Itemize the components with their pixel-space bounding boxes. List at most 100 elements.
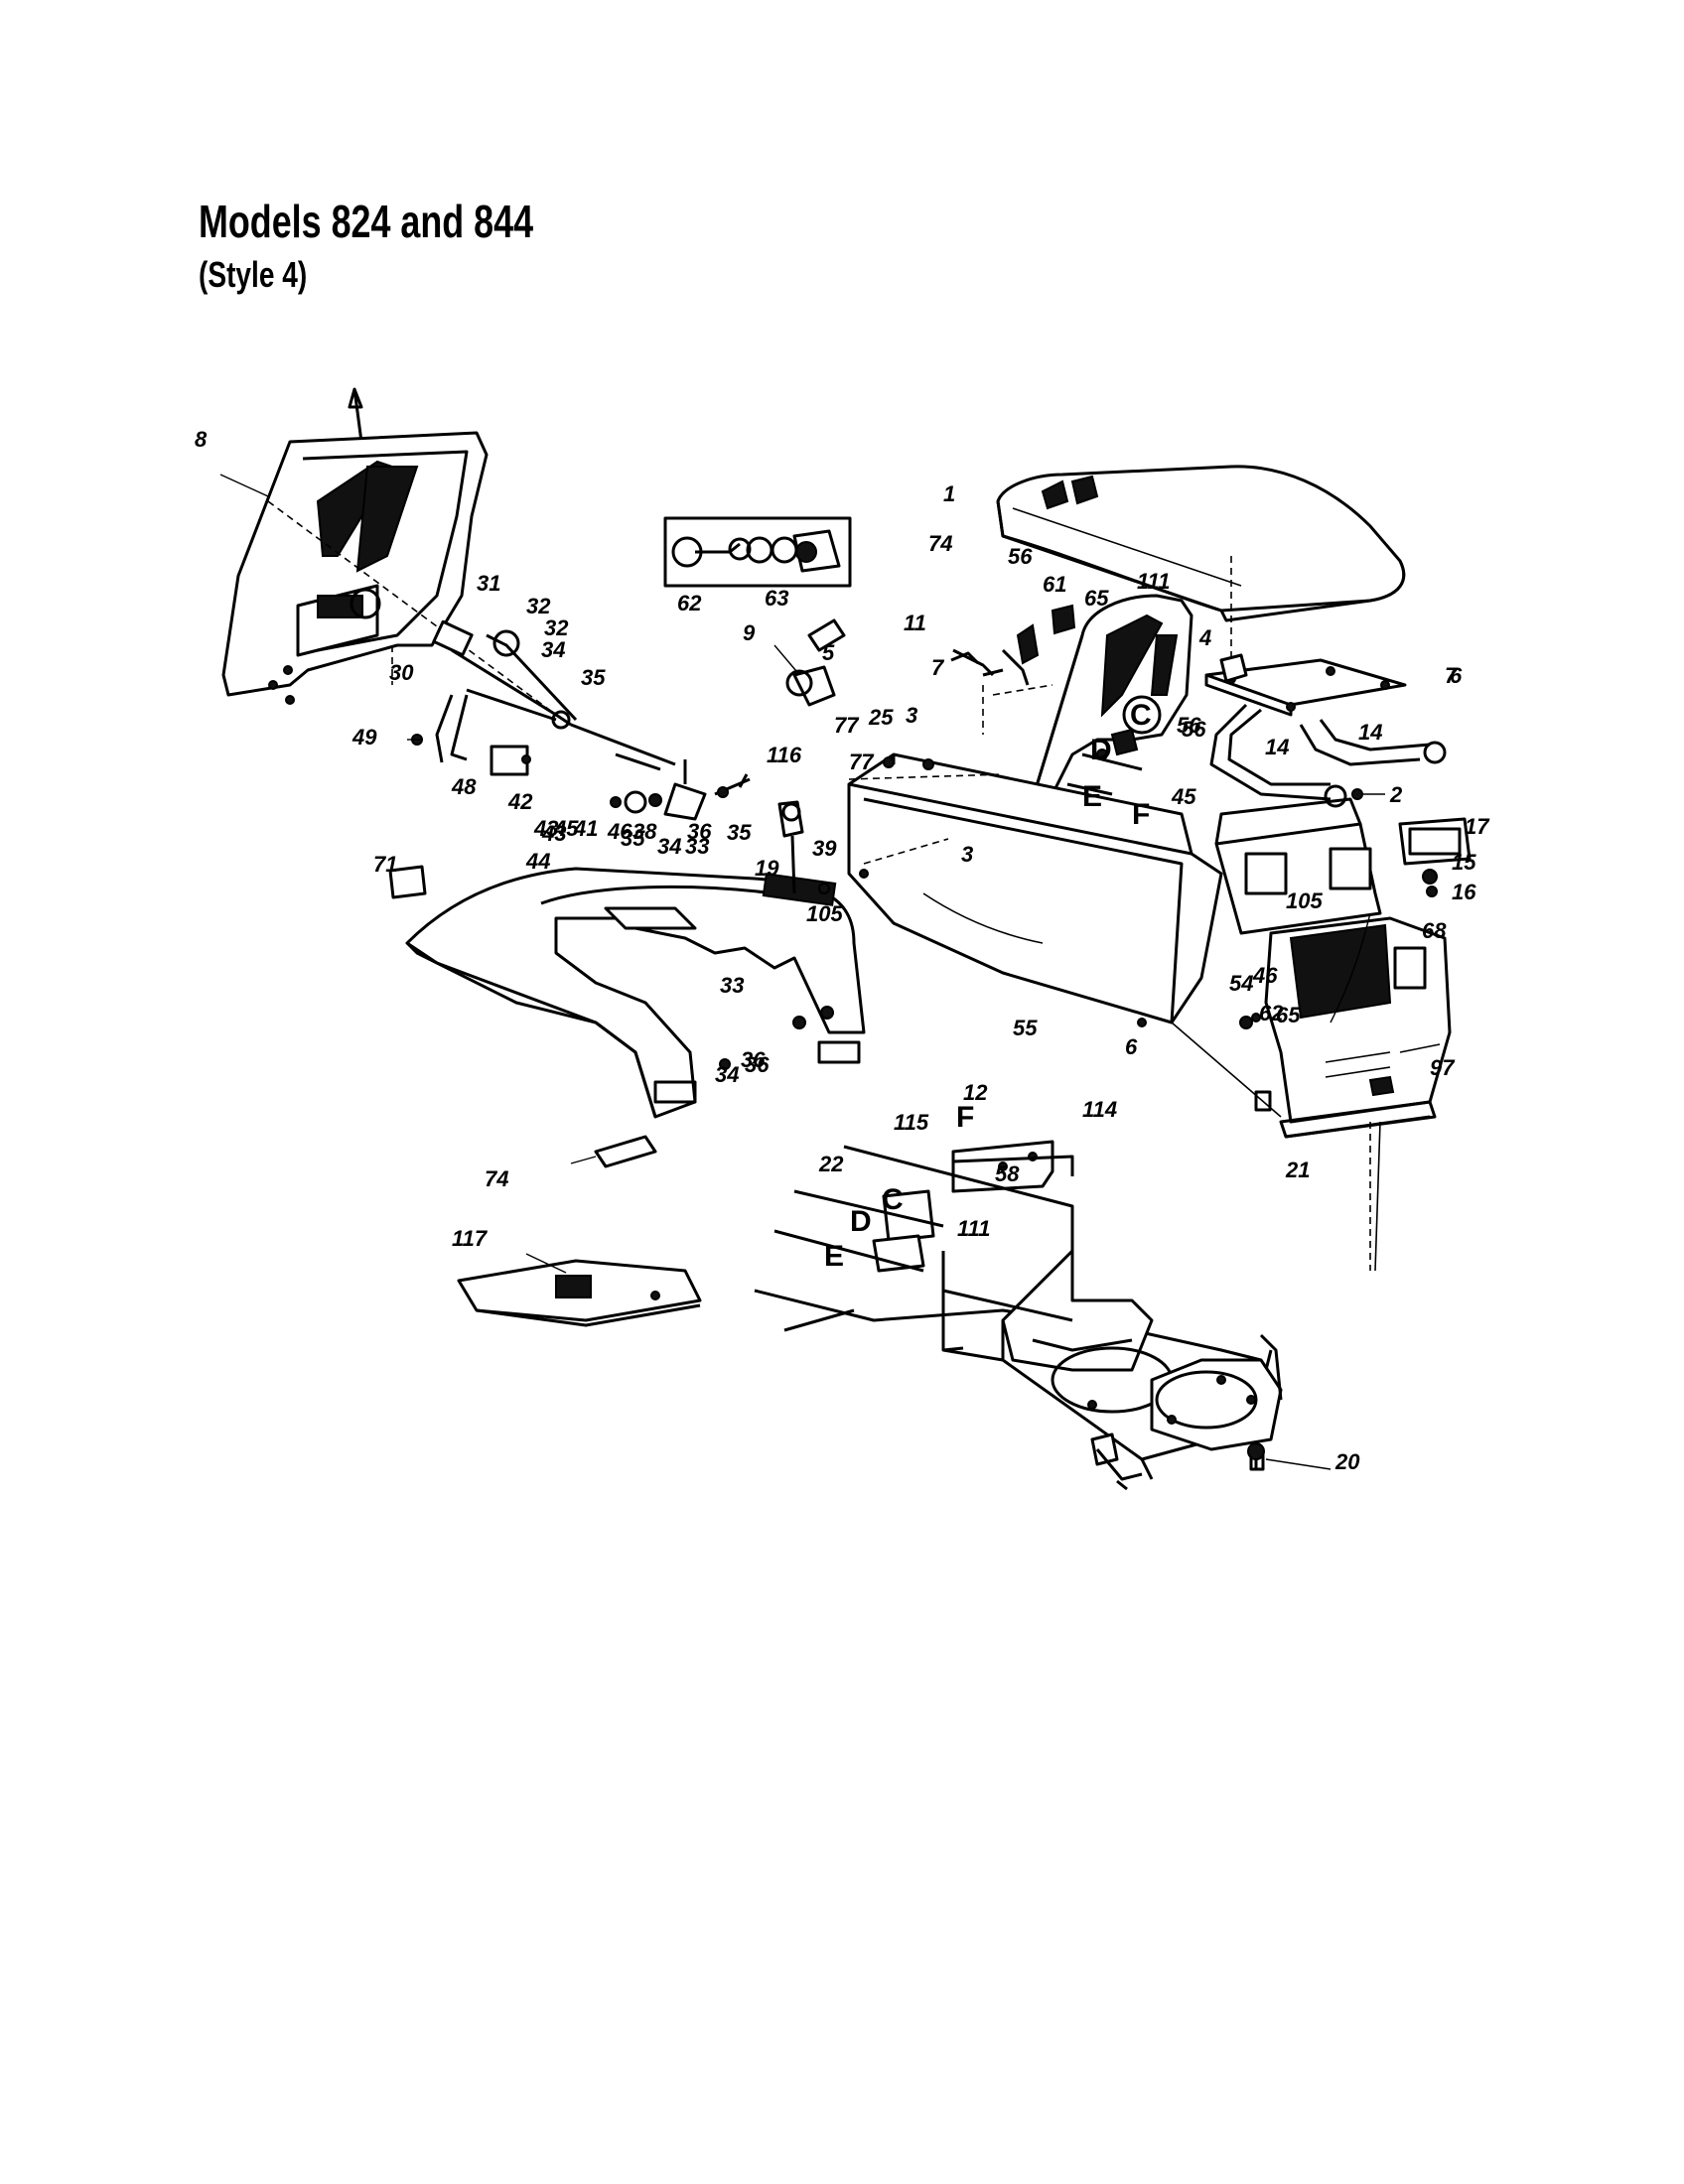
callout: 55: [1013, 1016, 1038, 1040]
seat-bracket: [1204, 653, 1447, 808]
callout: 19: [755, 856, 779, 881]
callout: 7: [1445, 663, 1459, 688]
callout: 41: [573, 816, 598, 841]
callout: 58: [995, 1161, 1020, 1186]
linkage-assembly: [407, 619, 751, 821]
callout: 31: [477, 571, 500, 596]
callout: 20: [1334, 1449, 1360, 1474]
callout: 43: [541, 821, 566, 846]
callout: 49: [351, 725, 377, 750]
title-block: Models 824 and 844 (Style 4): [199, 195, 628, 296]
callout: 15: [1452, 850, 1476, 875]
callout: 43: [533, 816, 558, 841]
callout: 46: [1252, 963, 1278, 988]
callout: 12: [963, 1080, 988, 1105]
callout: 77: [849, 750, 875, 774]
callout: 115: [894, 1110, 929, 1135]
callout: 6: [1125, 1034, 1138, 1059]
callout: 8: [195, 427, 208, 452]
callout: 34: [541, 637, 565, 662]
callout: 114: [1082, 1097, 1117, 1122]
callout: 1: [943, 481, 955, 506]
callout: 56: [1182, 717, 1206, 742]
shift-knob: [777, 800, 834, 1020]
callout: 21: [1285, 1158, 1310, 1182]
callout: 22: [818, 1152, 844, 1176]
ref-letter-d-lower: D: [850, 1205, 872, 1238]
callout: 36: [745, 1052, 770, 1077]
callout: 39: [812, 836, 837, 861]
ref-letter-c-lower: C: [882, 1183, 904, 1216]
callout: 63: [765, 586, 788, 611]
callout: 65: [1276, 1003, 1301, 1027]
callout: 77: [834, 713, 860, 738]
callout: 71: [373, 852, 397, 877]
ref-letter-f-lower: F: [956, 1101, 974, 1134]
callout: 105: [806, 901, 843, 926]
page-subtitle: (Style 4): [199, 254, 308, 295]
callout: 33: [720, 973, 744, 998]
callout: 54: [1229, 971, 1253, 996]
callout: 32: [526, 594, 551, 618]
callout: 25: [868, 705, 894, 730]
callout: 9: [743, 620, 756, 645]
callout: 36: [741, 1047, 766, 1072]
callout: 48: [451, 774, 477, 799]
callout: 74: [928, 531, 952, 556]
upper-console: [950, 594, 1193, 801]
ref-letter-e: E: [1082, 780, 1102, 813]
ref-letter-c: C: [1130, 699, 1152, 732]
ignition-key-inset: [663, 516, 852, 588]
fender-43: [388, 865, 866, 1168]
callout: 3: [906, 703, 917, 728]
frame: [754, 1140, 1332, 1491]
small-parts-center: [773, 618, 846, 707]
callout: 111: [1137, 569, 1170, 594]
seat: [996, 465, 1406, 675]
callout: 44: [525, 849, 550, 874]
callout: 36: [687, 819, 712, 844]
callout: 2: [1389, 782, 1403, 807]
callout: 32: [544, 615, 569, 640]
callout: 11: [904, 611, 926, 635]
callout: 105: [1286, 888, 1323, 913]
callout: 97: [1430, 1055, 1456, 1080]
callout: 65: [1084, 586, 1109, 611]
callout: 35: [581, 665, 606, 690]
callout: 45: [1171, 784, 1196, 809]
callout: 56: [1008, 544, 1033, 569]
ref-letter-e-lower: E: [824, 1240, 844, 1273]
callout: 74: [485, 1166, 508, 1191]
callout-labels: 8 31 32 32 34 35 30 49 48 42 41 46 38 34…: [195, 427, 1490, 1474]
callout: 4: [1198, 625, 1211, 650]
dash-55: [847, 752, 1223, 1027]
callout: 116: [767, 743, 802, 767]
callout: 5: [822, 640, 835, 665]
callout: 45: [553, 816, 579, 841]
dash-panel-left: [219, 387, 557, 716]
callout: 46: [607, 819, 632, 844]
callout: 14: [1358, 720, 1382, 745]
callout: 16: [1452, 880, 1476, 904]
callout: 34: [715, 1062, 739, 1087]
reference-letters: C D E F F C D E: [824, 699, 1152, 1273]
callout: 14: [1265, 735, 1289, 759]
hood-right: [1171, 797, 1472, 1272]
callout: 56: [1177, 713, 1201, 738]
callout: 35: [621, 826, 645, 851]
callout: 117: [452, 1226, 489, 1251]
callout: 30: [389, 660, 414, 685]
callout: 38: [632, 819, 657, 844]
floor-mat: [457, 1253, 702, 1327]
callout: 62: [1259, 1001, 1284, 1025]
callout: 61: [1043, 572, 1066, 597]
callout: 111: [957, 1216, 990, 1241]
callout: 35: [727, 820, 752, 845]
ref-letter-d: D: [1090, 734, 1112, 766]
callout: 42: [507, 789, 533, 814]
ref-letter-f: F: [1132, 798, 1150, 831]
callout: 68: [1422, 918, 1447, 943]
callout: 33: [685, 834, 709, 859]
callout: 62: [677, 591, 702, 615]
